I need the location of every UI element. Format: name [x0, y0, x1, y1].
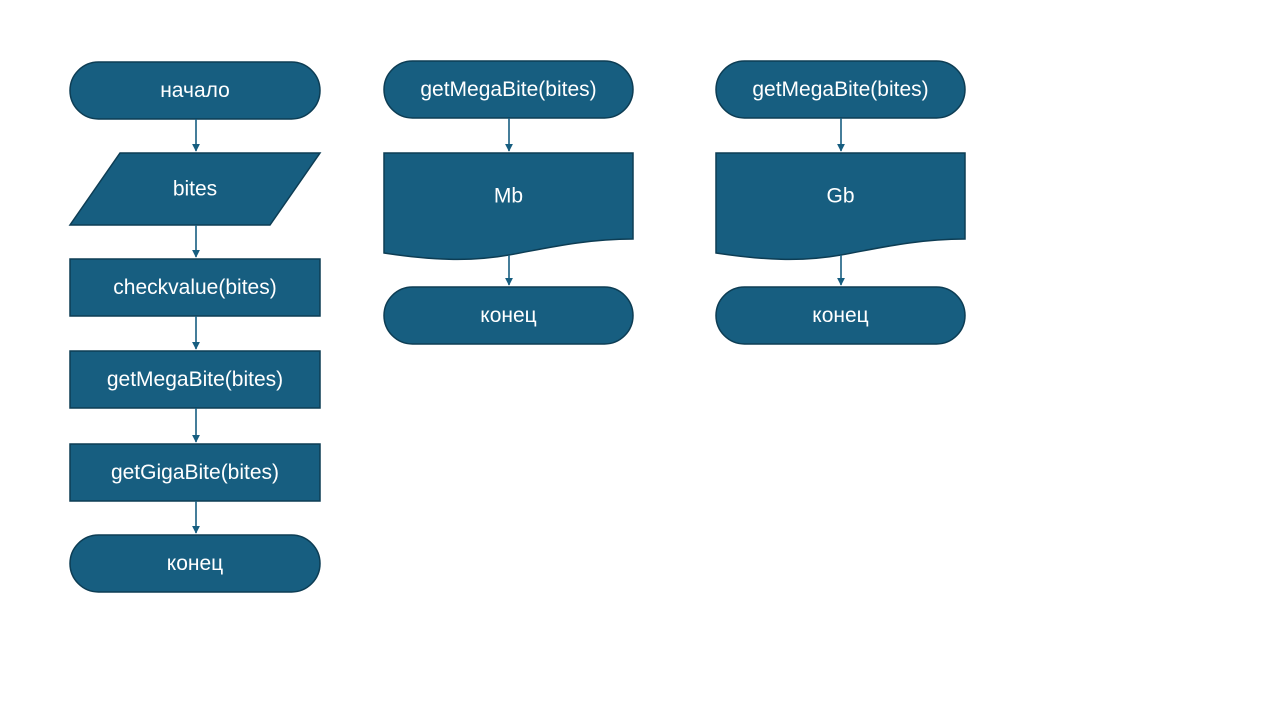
main-start-label: начало	[160, 79, 230, 102]
main-start-shape	[69, 61, 321, 120]
giga-output-shape	[715, 152, 966, 261]
giga-end-label: конец	[812, 304, 868, 327]
main-giga-process[interactable]: getGigaBite(bites)	[69, 443, 321, 502]
main-check-process[interactable]: checkvalue(bites)	[69, 258, 321, 317]
main-mega-label: getMegaBite(bites)	[107, 368, 283, 391]
main-start-terminal[interactable]: начало	[69, 61, 321, 120]
main-mega-shape	[69, 350, 321, 409]
main-giga-shape	[69, 443, 321, 502]
mega-end-label: конец	[480, 304, 536, 327]
giga-flow: getMegaBite(bites) Gb конец	[715, 60, 966, 345]
mega-flow: getMegaBite(bites) Mb конец	[383, 60, 634, 345]
giga-end-terminal[interactable]: конец	[715, 286, 966, 345]
main-giga-label: getGigaBite(bites)	[111, 461, 279, 484]
mega-start-terminal[interactable]: getMegaBite(bites)	[383, 60, 634, 119]
main-input-shape	[68, 152, 322, 226]
giga-output-document[interactable]: Gb	[715, 152, 966, 261]
mega-start-label: getMegaBite(bites)	[420, 78, 596, 101]
main-input-block[interactable]: bites	[68, 152, 322, 226]
mega-end-terminal[interactable]: конец	[383, 286, 634, 345]
main-check-label: checkvalue(bites)	[113, 276, 276, 299]
main-end-shape	[69, 534, 321, 593]
giga-output-label: Gb	[826, 185, 854, 208]
main-input-label: bites	[173, 178, 217, 201]
giga-start-label: getMegaBite(bites)	[752, 78, 928, 101]
main-end-terminal[interactable]: конец	[69, 534, 321, 593]
giga-end-shape	[715, 286, 966, 345]
mega-output-shape	[383, 152, 634, 261]
main-mega-process[interactable]: getMegaBite(bites)	[69, 350, 321, 409]
main-check-shape	[69, 258, 321, 317]
mega-end-shape	[383, 286, 634, 345]
mega-output-label: Mb	[494, 185, 523, 208]
mega-output-document[interactable]: Mb	[383, 152, 634, 261]
giga-start-terminal[interactable]: getMegaBite(bites)	[715, 60, 966, 119]
main-flow: начало bites checkvalue(bites) getMegaBi…	[68, 61, 322, 593]
main-end-label: конец	[167, 552, 223, 575]
